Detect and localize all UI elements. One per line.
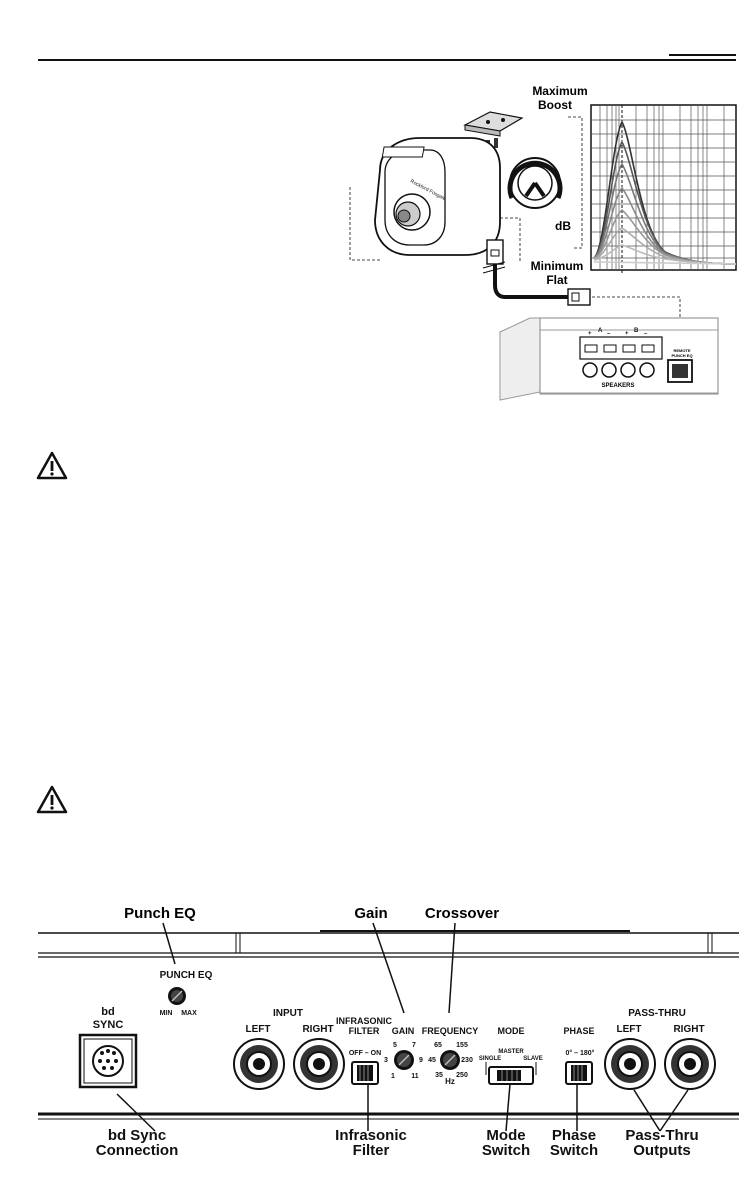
silk-input: INPUT [273, 1008, 303, 1019]
infrasonic-callout-2: Filter [353, 1142, 390, 1159]
svg-text:35: 35 [435, 1072, 443, 1079]
silk-punch-eq: PUNCH EQ [160, 970, 213, 981]
mode-switch[interactable] [485, 1062, 537, 1085]
mode-callout-1: Mode [486, 1127, 525, 1144]
silk-pass-right: RIGHT [673, 1024, 704, 1035]
bd-sync-connector[interactable] [78, 1033, 138, 1089]
panel-top-edge [38, 930, 739, 1120]
db-label: dB [555, 219, 571, 233]
silk-mode: MODE [498, 1026, 525, 1036]
remote-cable [482, 239, 591, 306]
svg-text:7: 7 [412, 1042, 416, 1049]
punch-eq-knob[interactable] [168, 987, 186, 1005]
warning-icon [36, 785, 68, 814]
silk-single: SINGLE [479, 1056, 501, 1062]
phase-switch[interactable] [565, 1061, 593, 1085]
silk-slave: SLAVE [523, 1056, 543, 1062]
svg-text:–: – [607, 331, 611, 337]
punch-eq-callout: Punch EQ [124, 905, 196, 922]
pass-thru-right-rca[interactable] [664, 1038, 716, 1090]
svg-text:A: A [598, 328, 603, 334]
bd-sync-callout-2: Connection [96, 1142, 179, 1159]
eq-curve-graph [590, 104, 737, 275]
pass-thru-left-rca[interactable] [604, 1038, 656, 1090]
svg-text:9: 9 [419, 1057, 423, 1064]
svg-text:250: 250 [456, 1072, 468, 1079]
silk-bd: bd [101, 1006, 114, 1018]
svg-text:65: 65 [434, 1042, 442, 1049]
silk-gain: GAIN [392, 1026, 415, 1036]
silk-sync: SYNC [93, 1019, 124, 1031]
header-tab-rule [669, 54, 736, 56]
header-rule [38, 59, 736, 61]
silk-input-left: LEFT [246, 1024, 271, 1035]
crossover-callout: Crossover [425, 905, 499, 922]
silk-pass-left: LEFT [617, 1024, 642, 1035]
svg-text:11: 11 [411, 1073, 419, 1080]
mode-callout-2: Switch [482, 1142, 530, 1159]
silk-frequency: FREQUENCY [422, 1026, 479, 1036]
svg-text:+: + [625, 331, 629, 337]
gain-callout: Gain [354, 905, 387, 922]
amplifier-panel-figure: Punch EQ Gain Crossover PUNCH EQ MIN MAX [38, 905, 739, 1159]
input-left-rca[interactable] [233, 1038, 285, 1090]
amp-speakers-label: SPEAKERS [601, 383, 634, 389]
svg-text:45: 45 [428, 1057, 436, 1064]
svg-text:155: 155 [456, 1042, 468, 1049]
svg-text:230: 230 [461, 1057, 473, 1064]
pass-thru-callout-1: Pass-Thru [625, 1127, 698, 1144]
silk-hz: Hz [445, 1077, 455, 1086]
silk-off-on: OFF – ON [349, 1050, 381, 1057]
gain-knob[interactable] [394, 1050, 414, 1070]
mounting-bracket-icon [463, 111, 524, 160]
remote-knob-unit: Rockford Fosgate [374, 137, 501, 256]
silk-master: MASTER [498, 1049, 524, 1055]
db-knob-icon [507, 157, 563, 209]
silk-phase-range: 0° – 180° [566, 1049, 595, 1057]
silk-input-right: RIGHT [302, 1024, 333, 1035]
svg-text:–: – [644, 331, 648, 337]
phase-callout-2: Switch [550, 1142, 598, 1159]
phase-callout-1: Phase [552, 1127, 596, 1144]
silk-filter: FILTER [349, 1026, 380, 1036]
infrasonic-callout-1: Infrasonic [335, 1127, 407, 1144]
bd-sync-callout-1: bd Sync [108, 1127, 166, 1144]
frequency-knob[interactable] [440, 1050, 460, 1070]
svg-text:+: + [588, 331, 592, 337]
svg-text:5: 5 [393, 1042, 397, 1049]
silk-min: MIN [160, 1010, 173, 1017]
infrasonic-filter-switch[interactable] [351, 1061, 379, 1085]
input-right-rca[interactable] [293, 1038, 345, 1090]
silk-phase: PHASE [563, 1026, 594, 1036]
svg-text:3: 3 [384, 1057, 388, 1064]
silk-max: MAX [181, 1010, 197, 1017]
svg-text:1: 1 [391, 1073, 395, 1080]
silk-pass-thru: PASS-THRU [628, 1008, 686, 1019]
warning-icon [36, 451, 68, 480]
svg-text:B: B [634, 328, 639, 334]
silk-infrasonic: INFRASONIC [336, 1016, 393, 1026]
pass-thru-callout-2: Outputs [633, 1142, 691, 1159]
